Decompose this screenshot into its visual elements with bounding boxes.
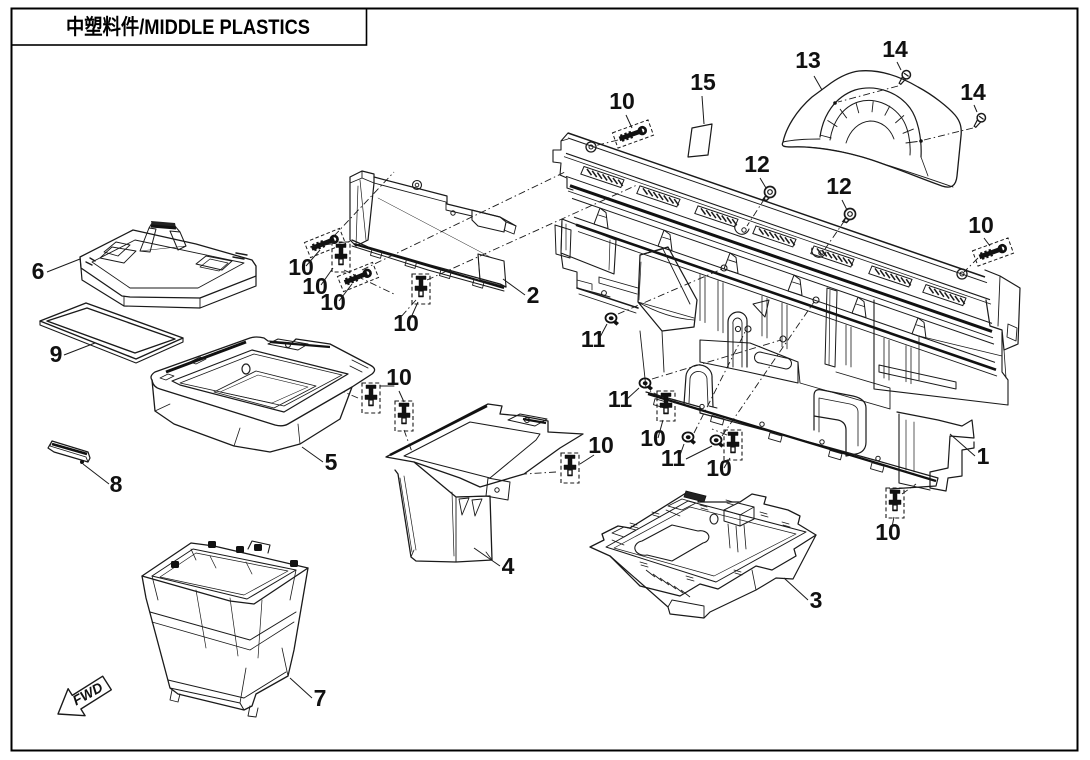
svg-text:14: 14 (882, 36, 908, 62)
svg-text:4: 4 (502, 553, 515, 579)
svg-text:10: 10 (320, 289, 346, 315)
svg-text:6: 6 (32, 258, 45, 284)
svg-text:7: 7 (314, 685, 327, 711)
svg-text:8: 8 (110, 471, 123, 497)
svg-text:15: 15 (690, 69, 716, 95)
svg-text:10: 10 (588, 432, 614, 458)
svg-text:中塑料件/MIDDLE PLASTICS: 中塑料件/MIDDLE PLASTICS (66, 16, 310, 39)
svg-text:11: 11 (661, 445, 686, 471)
svg-text:12: 12 (826, 173, 852, 199)
svg-text:10: 10 (288, 254, 314, 280)
svg-text:12: 12 (744, 151, 770, 177)
svg-text:10: 10 (302, 273, 328, 299)
svg-text:11: 11 (581, 326, 606, 352)
svg-text:1: 1 (977, 443, 990, 469)
svg-text:10: 10 (640, 425, 666, 451)
svg-text:11: 11 (608, 386, 633, 412)
svg-text:3: 3 (810, 587, 823, 613)
svg-text:10: 10 (968, 212, 994, 238)
svg-text:10: 10 (609, 88, 635, 114)
svg-text:2: 2 (527, 282, 540, 308)
svg-text:10: 10 (875, 519, 901, 545)
svg-text:13: 13 (795, 47, 821, 73)
svg-text:10: 10 (706, 455, 732, 481)
svg-text:10: 10 (393, 310, 419, 336)
svg-text:9: 9 (50, 341, 63, 367)
svg-text:14: 14 (960, 79, 986, 105)
svg-text:5: 5 (325, 449, 338, 475)
